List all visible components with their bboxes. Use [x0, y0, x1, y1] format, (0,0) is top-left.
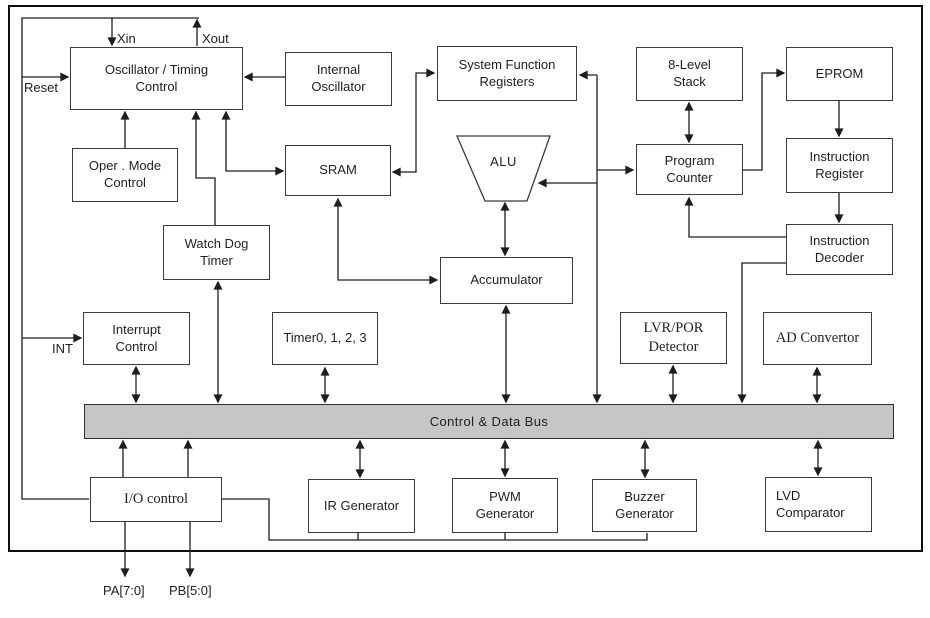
arrow-decoder-to-bus — [737, 262, 786, 404]
block-io-control: I/O control — [90, 477, 222, 522]
chip-outline — [8, 5, 923, 552]
arrow-decoder-to-pc — [684, 196, 786, 238]
block-interrupt-control: Interrupt Control — [83, 312, 190, 365]
pin-label-pa: PA[7:0] — [103, 583, 145, 598]
block-timer0-1-2-3: Timer0, 1, 2, 3 — [272, 312, 378, 365]
pin-label-xout: Xout — [202, 31, 229, 46]
alu-shape — [456, 135, 551, 202]
wire-io-routing — [222, 498, 648, 541]
block-buzzer-generator: Buzzer Generator — [592, 479, 697, 532]
pin-label-int: INT — [52, 341, 73, 356]
block-instruction-decoder: Instruction Decoder — [786, 224, 893, 275]
block-internal-oscillator: Internal Oscillator — [285, 52, 392, 106]
wire-left-rail — [21, 17, 199, 500]
block-oscillator-timing-control: Oscillator / Timing Control — [70, 47, 243, 110]
block-system-function-registers: System Function Registers — [437, 46, 577, 101]
alu-label: ALU — [490, 153, 517, 169]
block-ad-convertor: AD Convertor — [763, 312, 872, 365]
wire-routing-stubs — [357, 533, 506, 540]
block-eprom: EPROM — [786, 47, 893, 101]
control-data-bus: Control & Data Bus — [84, 404, 894, 439]
arrow-pc-to-eprom — [742, 68, 786, 171]
block-watch-dog-timer: Watch Dog Timer — [163, 225, 270, 280]
block-accumulator: Accumulator — [440, 257, 573, 304]
pin-label-xin: Xin — [117, 31, 136, 46]
pin-label-reset: Reset — [24, 80, 58, 95]
arrow-sram-accumulator — [333, 197, 439, 285]
block-lvd-comparator: LVD Comparator — [765, 477, 872, 532]
pin-label-pb: PB[5:0] — [169, 583, 212, 598]
block-instruction-register: Instruction Register — [786, 138, 893, 193]
block-program-counter: Program Counter — [636, 144, 743, 195]
block-oper-mode-control: Oper . Mode Control — [72, 148, 178, 202]
block-ir-generator: IR Generator — [308, 479, 415, 533]
block-pwm-generator: PWM Generator — [452, 478, 558, 533]
block-8-level-stack: 8-Level Stack — [636, 47, 743, 101]
block-lvr-por-detector: LVR/POR Detector — [620, 312, 727, 364]
arrow-oscillator-sram — [221, 110, 285, 176]
arrow-sram-sfr — [391, 68, 436, 177]
block-sram: SRAM — [285, 145, 391, 196]
arrow-wdt-to-oscillator — [191, 110, 216, 225]
